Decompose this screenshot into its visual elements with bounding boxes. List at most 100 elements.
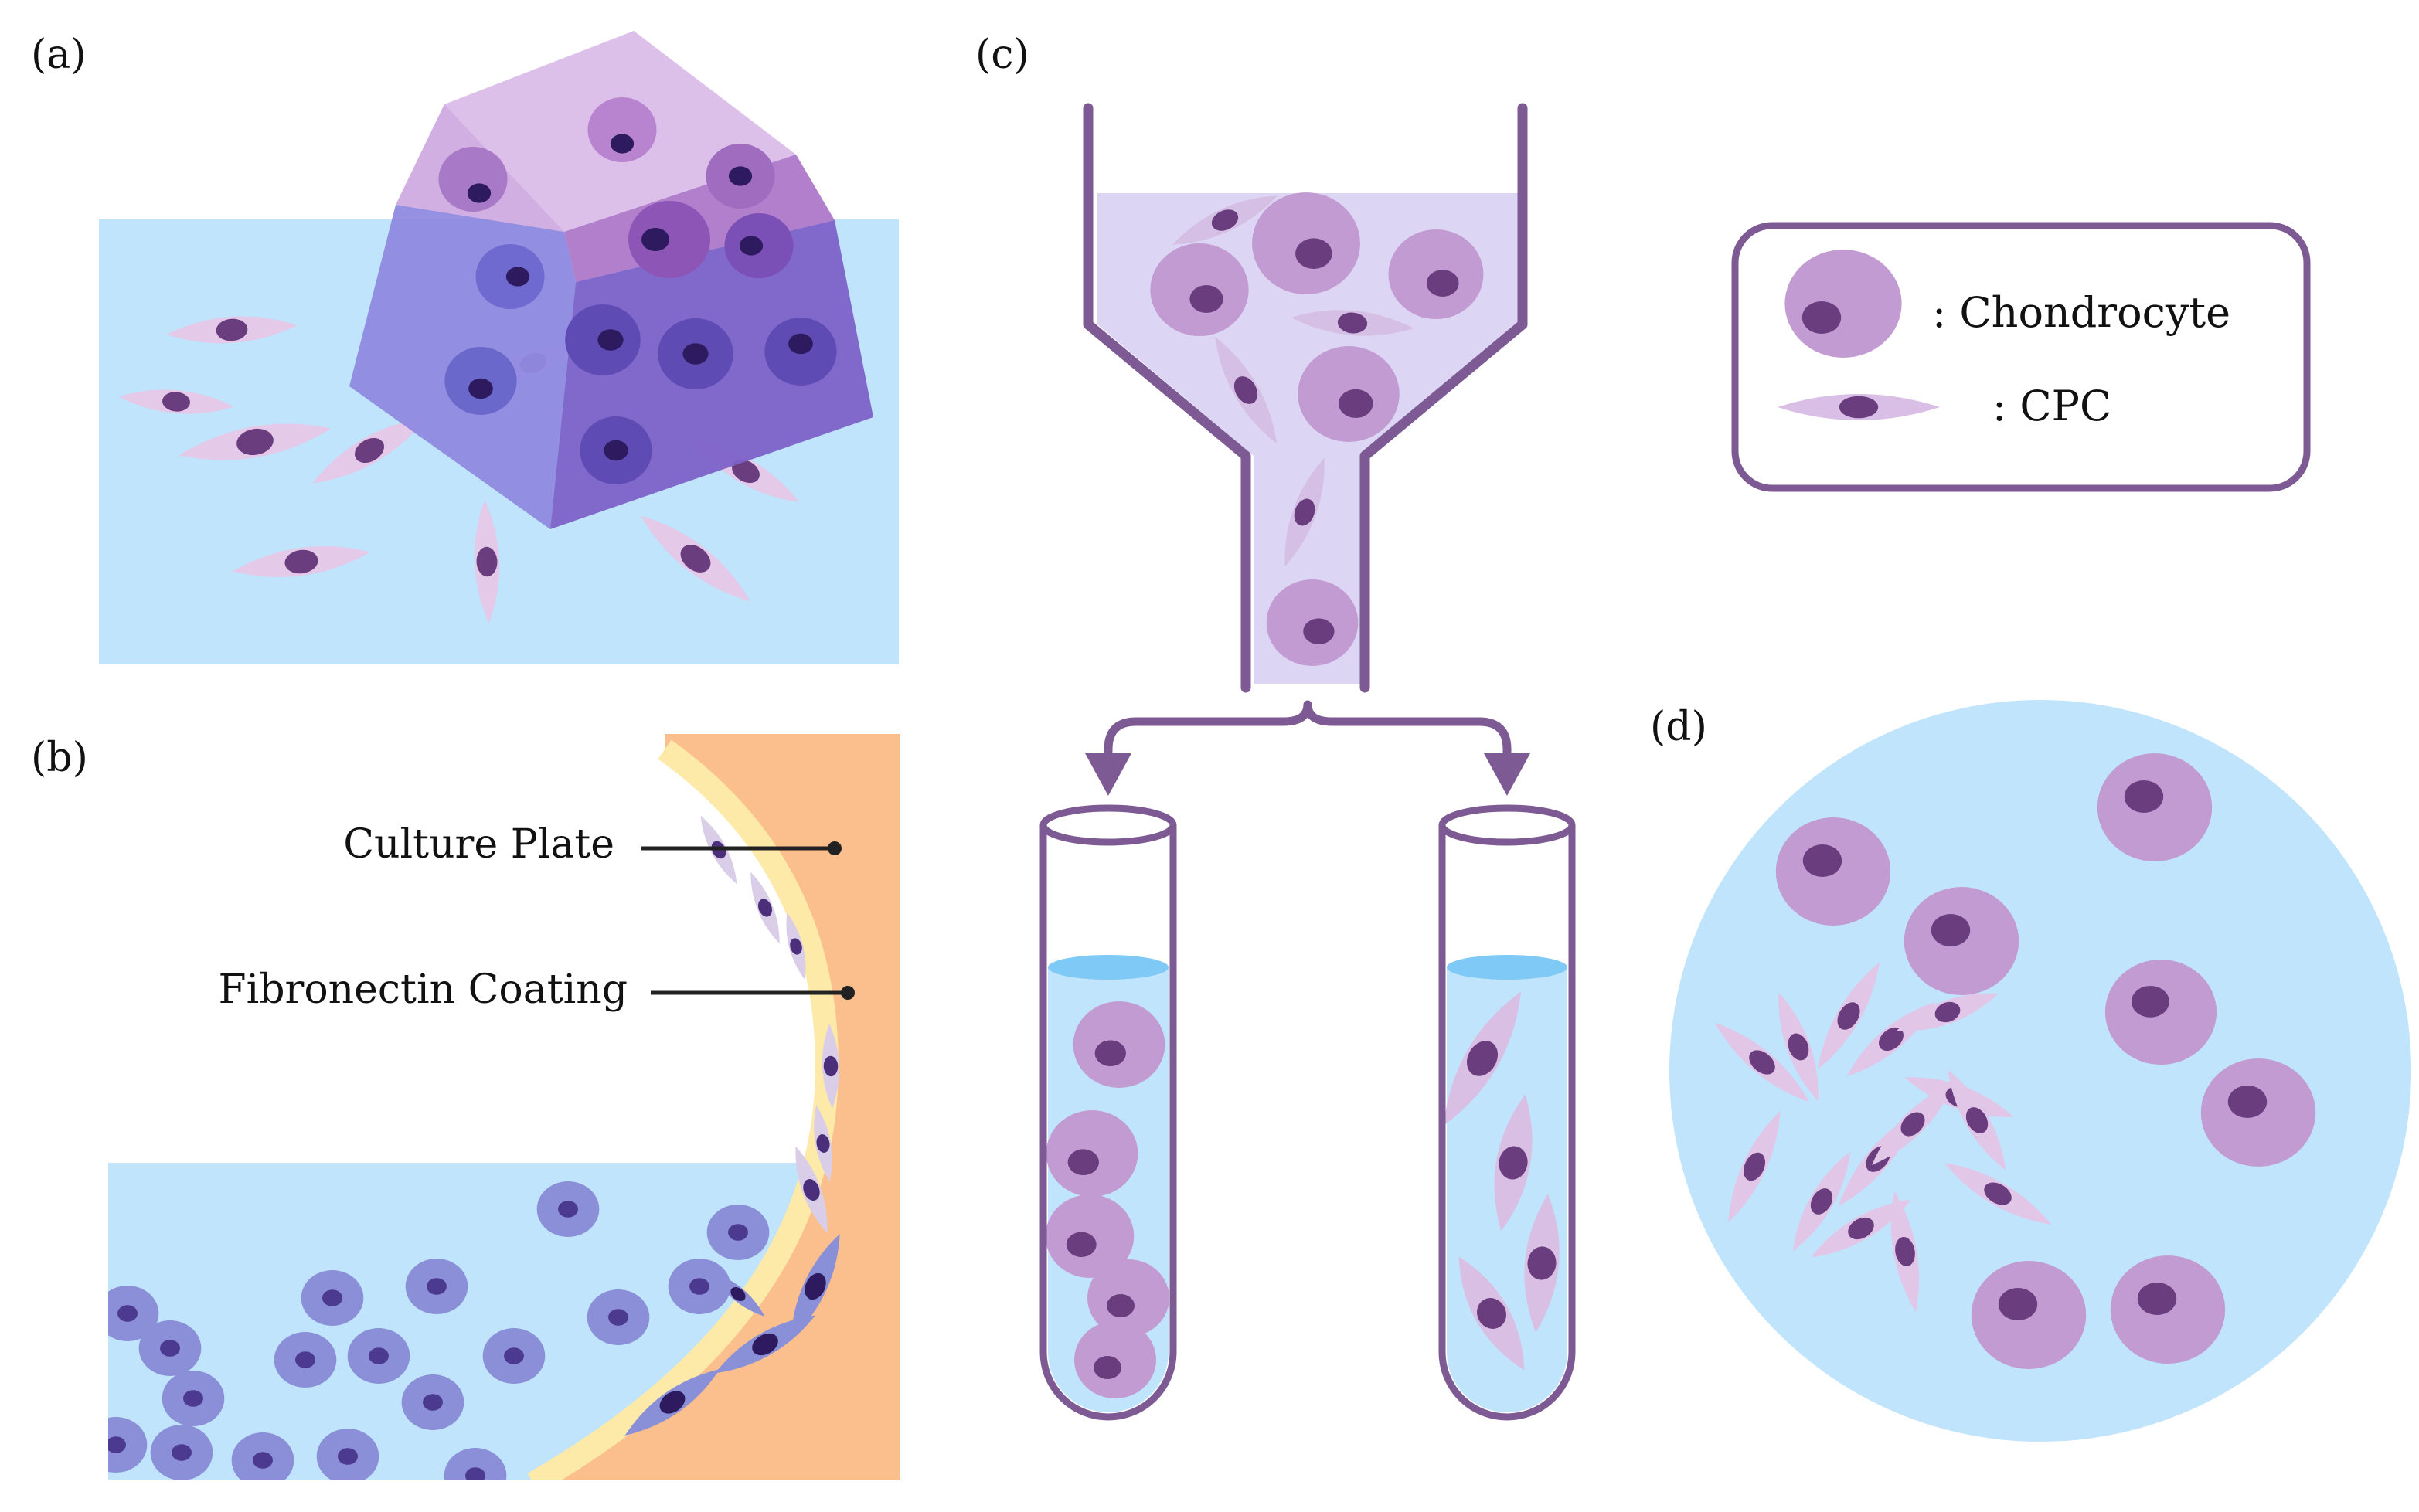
tube-right-outline bbox=[1438, 825, 1576, 1421]
tube-left-outline bbox=[1039, 825, 1177, 1421]
chondrocyte-cell bbox=[565, 304, 641, 375]
cpc-cell bbox=[1444, 991, 1521, 1126]
chondrocyte-cell bbox=[444, 1448, 507, 1480]
cpc-cell bbox=[179, 423, 332, 460]
chondrocyte-cell bbox=[1904, 887, 2019, 995]
chondrocyte-cell bbox=[536, 1181, 600, 1237]
cpc-cell bbox=[1818, 962, 1880, 1070]
chondrocyte-cell bbox=[316, 1429, 379, 1480]
chondrocyte-cell bbox=[706, 1205, 770, 1260]
chondrocyte-cell bbox=[580, 416, 652, 484]
chondrocyte-cell bbox=[475, 244, 545, 309]
cpc-cell bbox=[1871, 1082, 1955, 1166]
chondrocyte-cell bbox=[1971, 1261, 2087, 1369]
cpc-cell bbox=[1792, 1151, 1851, 1252]
chondrocyte-cell bbox=[1074, 1321, 1156, 1398]
cpc-cell bbox=[1778, 394, 1940, 420]
culture-plate-pointer-dot bbox=[828, 841, 842, 855]
chondrocyte-cell bbox=[108, 1417, 148, 1473]
cpc-cell bbox=[312, 417, 427, 484]
chondrocyte-cell bbox=[347, 1328, 410, 1384]
funnel-cells bbox=[1150, 192, 1484, 666]
tube-right-liquid-surface bbox=[1447, 955, 1567, 980]
chondrocyte-cell bbox=[2110, 1255, 2226, 1364]
cpc-cell bbox=[1944, 1163, 2052, 1225]
cpc-cell bbox=[232, 546, 371, 577]
chondrocyte-cell bbox=[1087, 1259, 1169, 1337]
split-arrow-left-head bbox=[1085, 753, 1131, 796]
legend-cpc-label: : CPC bbox=[1992, 382, 2111, 430]
cells-group-b bbox=[108, 815, 840, 1480]
panel-a-label: (a) bbox=[31, 32, 87, 78]
tube-right-cells bbox=[1444, 991, 1560, 1371]
fibronectin-pointer-dot bbox=[841, 986, 855, 1000]
culture-plate-label: Culture Plate bbox=[343, 821, 614, 868]
chondrocyte-cell bbox=[482, 1328, 546, 1384]
chondrocyte-cell bbox=[1150, 243, 1249, 336]
tube-left-liquid-surface bbox=[1048, 955, 1169, 980]
chondrocyte-cell bbox=[274, 1332, 337, 1388]
legend: : Chondrocyte : CPC bbox=[1731, 222, 2311, 492]
split-arrow-right-head bbox=[1484, 753, 1530, 796]
cpc-cell bbox=[118, 389, 234, 414]
cpc-cell bbox=[1284, 457, 1325, 567]
chondrocyte-cell bbox=[444, 347, 517, 415]
panel-a: (a) bbox=[31, 31, 899, 664]
chondrocyte-cell bbox=[1046, 1110, 1138, 1197]
cpc-cell bbox=[822, 1024, 840, 1109]
panel-d-label: (d) bbox=[1650, 704, 1707, 750]
chondrocyte-cell bbox=[587, 97, 657, 162]
panel-b-label: (b) bbox=[31, 735, 88, 781]
cpc-cell bbox=[786, 912, 806, 980]
cpc-cell bbox=[1172, 195, 1278, 245]
scaffold-cells bbox=[438, 97, 837, 484]
cpc-cell bbox=[1811, 1199, 1911, 1258]
cpc-cell bbox=[1494, 1094, 1533, 1232]
cpc-cell bbox=[814, 1105, 832, 1182]
funnel-outline bbox=[1083, 103, 1528, 693]
cpc-cell bbox=[1524, 1194, 1560, 1333]
chondrocyte-cell bbox=[138, 1320, 202, 1376]
cpc-cell bbox=[1728, 1110, 1781, 1223]
chondrocyte-cell bbox=[764, 318, 837, 386]
chondrocyte-cell bbox=[724, 213, 794, 278]
chondrocyte-cell bbox=[1252, 192, 1360, 294]
chondrocyte-cell bbox=[401, 1374, 464, 1430]
tube-left-rim bbox=[1039, 804, 1177, 846]
panel-d: (d) bbox=[1650, 700, 2411, 1442]
cpc-cell bbox=[1714, 1022, 1810, 1103]
cpc-cell bbox=[791, 1234, 840, 1339]
legend-chondrocyte-label: : Chondrocyte bbox=[1932, 288, 2230, 337]
chondrocyte-cell bbox=[150, 1425, 213, 1480]
chondrocyte-cell bbox=[231, 1432, 294, 1480]
chondrocyte-cell bbox=[1388, 229, 1484, 319]
panel-c: (c) bbox=[975, 32, 1576, 1421]
chondrocyte-cell bbox=[1775, 817, 1891, 926]
fibronectin-coating-label: Fibronectin Coating bbox=[219, 967, 628, 1013]
cpc-cell bbox=[1778, 992, 1819, 1102]
panel-b: (b) Culture Plate Fibronectin Coating bbox=[31, 734, 900, 1480]
chondrocyte-cell bbox=[162, 1371, 225, 1426]
chondrocyte-cell bbox=[301, 1270, 364, 1326]
cpc-cell bbox=[1215, 336, 1277, 444]
cpc-cell bbox=[795, 1146, 828, 1234]
tube-left-cells bbox=[1045, 1001, 1169, 1398]
cpc-cell bbox=[474, 500, 500, 623]
cpc-cell bbox=[750, 872, 780, 944]
split-arrow bbox=[1104, 700, 1512, 766]
cpc-cell bbox=[624, 1368, 720, 1436]
cpc-cell bbox=[1458, 1256, 1525, 1371]
chondrocyte-cell bbox=[1073, 1001, 1165, 1088]
tube-chondrocyte bbox=[1039, 804, 1177, 1421]
chondrocyte-cell bbox=[2200, 1058, 2316, 1167]
cells-group-d bbox=[1714, 753, 2316, 1369]
chondrocyte-cell bbox=[2104, 960, 2217, 1065]
chondrocyte-cell bbox=[628, 201, 710, 278]
cpc-cell bbox=[1891, 1191, 1919, 1313]
chondrocyte-cell bbox=[658, 318, 733, 389]
chondrocyte-cell bbox=[405, 1259, 468, 1314]
chondrocyte-cell bbox=[1298, 346, 1400, 442]
chondrocyte-cell bbox=[668, 1259, 731, 1314]
chondrocyte-cell bbox=[1784, 250, 1902, 358]
